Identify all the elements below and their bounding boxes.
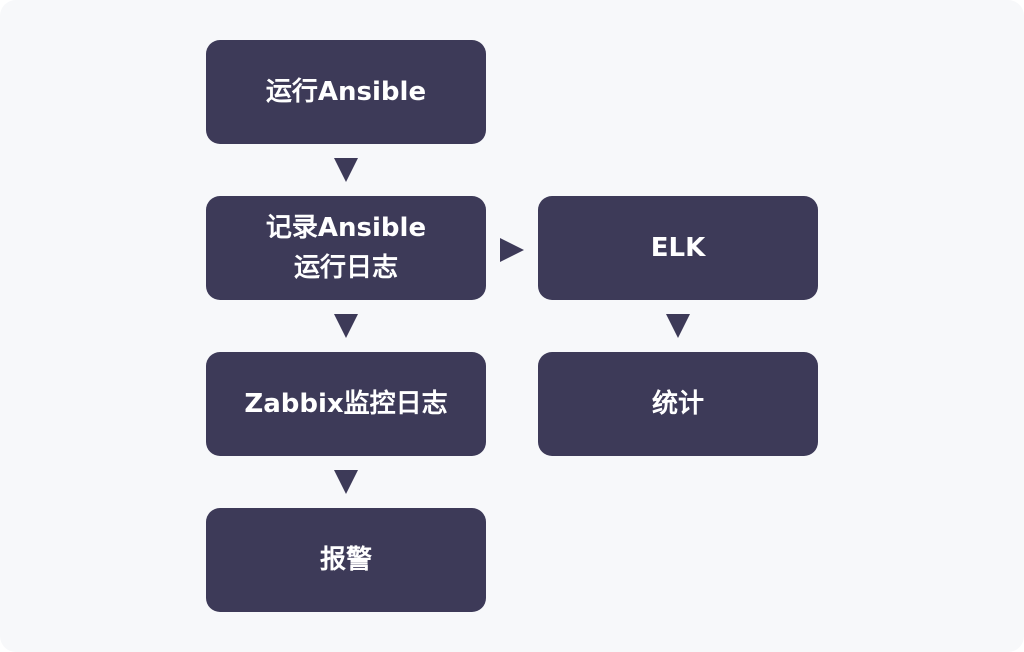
node-statistics-label: 统计 <box>651 389 704 419</box>
arrow-down-4 <box>666 314 690 338</box>
node-log-ansible: 记录Ansible 运行日志 <box>206 196 486 300</box>
arrow-down-1 <box>334 158 358 182</box>
node-elk: ELK <box>538 196 818 300</box>
node-alarm-label: 报警 <box>319 545 372 575</box>
node-zabbix-monitor: Zabbix监控日志 <box>206 352 486 456</box>
node-run-ansible-label: 运行Ansible <box>265 77 427 107</box>
node-alarm: 报警 <box>206 508 486 612</box>
node-statistics: 统计 <box>538 352 818 456</box>
node-run-ansible: 运行Ansible <box>206 40 486 144</box>
node-log-ansible-label-line2: 运行日志 <box>293 253 398 283</box>
node-zabbix-monitor-label: Zabbix监控日志 <box>244 389 448 419</box>
arrow-right-1 <box>500 238 524 262</box>
arrow-down-2 <box>334 314 358 338</box>
node-elk-label: ELK <box>650 233 706 263</box>
node-log-ansible-label-line1: 记录Ansible <box>265 213 427 243</box>
arrow-down-3 <box>334 470 358 494</box>
